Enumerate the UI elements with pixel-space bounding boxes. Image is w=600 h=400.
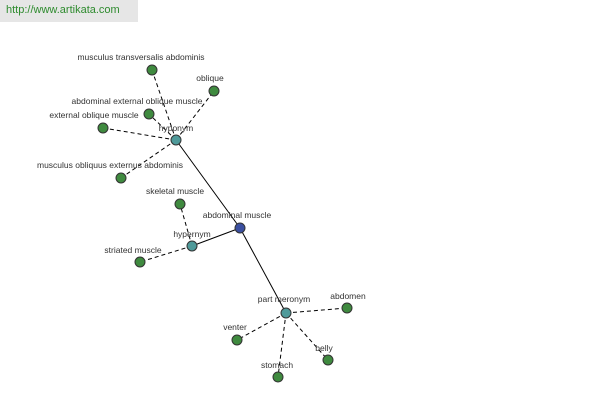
relation-node-hypernym[interactable] [186, 240, 198, 252]
relation-label-hypernym: hypernym [173, 229, 210, 239]
edge-hyponym-to-abdominal-external-oblique-muscle [148, 113, 177, 141]
term-node-striated-muscle[interactable] [134, 256, 146, 268]
root-label: abdominal muscle [203, 210, 272, 220]
term-label-musculus-transversalis-abdominis: musculus transversalis abdominis [77, 52, 204, 62]
root-node[interactable] [234, 222, 246, 234]
edge-hypernym-to-skeletal-muscle [179, 203, 193, 247]
edge-hyponym-to-external-oblique-muscle [102, 127, 177, 141]
edge-hyponym-to-oblique [175, 90, 215, 141]
term-node-external-oblique-muscle[interactable] [97, 122, 109, 134]
edge-root-to-hypernym [191, 227, 241, 247]
term-label-abdominal-external-oblique-muscle: abdominal external oblique muscle [72, 96, 203, 106]
term-label-musculus-obliquus-externus-abdominis: musculus obliquus externus abdominis [37, 160, 183, 170]
term-label-belly: belly [315, 343, 333, 353]
edge-hyponym-to-musculus-transversalis-abdominis [151, 69, 177, 141]
source-url-link[interactable]: http://www.artikata.com [6, 4, 120, 16]
term-node-musculus-transversalis-abdominis[interactable] [146, 64, 158, 76]
relation-node-part-meronym[interactable] [280, 307, 292, 319]
term-node-oblique[interactable] [208, 85, 220, 97]
term-node-abdominal-external-oblique-muscle[interactable] [143, 108, 155, 120]
term-node-belly[interactable] [322, 354, 334, 366]
term-label-oblique: oblique [196, 73, 224, 83]
term-label-venter: venter [223, 322, 247, 332]
term-label-stomach: stomach [261, 360, 293, 370]
edge-part-meronym-to-venter [236, 312, 287, 341]
term-label-skeletal-muscle: skeletal muscle [146, 186, 204, 196]
relation-label-hyponym: hyponym [159, 123, 194, 133]
term-label-striated-muscle: striated muscle [104, 245, 161, 255]
edge-root-to-part-meronym [239, 227, 287, 314]
source-banner: http://www.artikata.com [0, 0, 138, 22]
term-node-abdomen[interactable] [341, 302, 353, 314]
relation-node-hyponym[interactable] [170, 134, 182, 146]
term-node-skeletal-muscle[interactable] [174, 198, 186, 210]
edge-part-meronym-to-abdomen [285, 307, 348, 314]
term-node-stomach[interactable] [272, 371, 284, 383]
edge-part-meronym-to-stomach [277, 312, 287, 378]
term-label-external-oblique-muscle: external oblique muscle [49, 110, 139, 120]
term-node-musculus-obliquus-externus-abdominis[interactable] [115, 172, 127, 184]
term-node-venter[interactable] [231, 334, 243, 346]
relation-label-part-meronym: part meronym [258, 294, 310, 304]
edge-hypernym-to-striated-muscle [139, 245, 193, 263]
edge-part-meronym-to-belly [285, 312, 329, 361]
edge-root-to-hyponym [175, 139, 241, 229]
edge-hyponym-to-musculus-obliquus-externus-abdominis [120, 139, 177, 179]
term-label-abdomen: abdomen [330, 291, 366, 301]
